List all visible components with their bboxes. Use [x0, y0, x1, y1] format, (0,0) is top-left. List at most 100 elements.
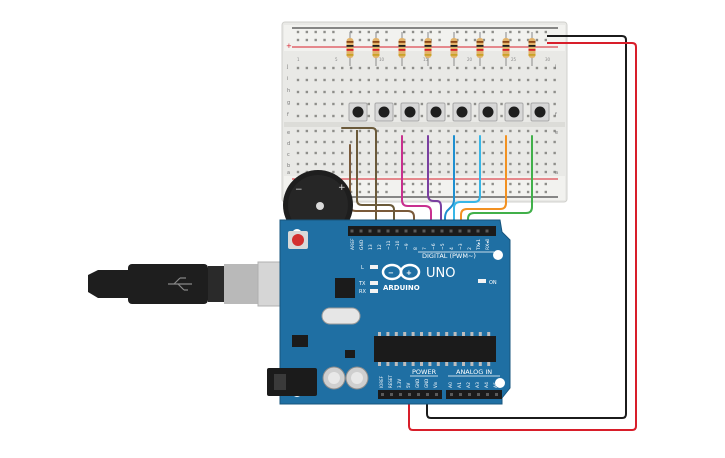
arduino-brand: ARDUINO [383, 284, 420, 292]
breadboard-hole [385, 66, 388, 70]
analog-header[interactable] [446, 390, 502, 399]
rail-hole [349, 30, 353, 34]
breadboard-hole [429, 170, 432, 174]
breadboard-hole [323, 78, 326, 82]
header-pin-hole[interactable] [408, 393, 411, 396]
usb-cable[interactable] [88, 261, 299, 307]
rail-hole [535, 182, 539, 186]
jumper-wire[interactable] [453, 135, 481, 230]
header-pin-hole[interactable] [381, 393, 384, 396]
header-pin-hole[interactable] [468, 393, 471, 396]
breadboard-hole [544, 162, 547, 166]
ic-pin [428, 332, 432, 336]
jumper-wire[interactable] [460, 135, 507, 230]
header-pin-hole[interactable] [440, 229, 444, 233]
jumper-wire[interactable] [444, 135, 455, 230]
rail-hole [429, 30, 432, 34]
breadboard-hole [314, 140, 317, 144]
breadboard-hole [314, 66, 317, 70]
digital-header[interactable] [348, 226, 496, 236]
ground-wire[interactable] [426, 35, 627, 419]
breadboard-hole [385, 170, 388, 174]
resistor[interactable] [398, 38, 406, 58]
rail-hole [429, 182, 432, 186]
resistors[interactable] [346, 32, 536, 66]
rail-hole [509, 30, 512, 34]
header-pin-hole[interactable] [386, 229, 390, 233]
breadboard-hole [500, 162, 503, 166]
breadboard-hole [535, 162, 539, 166]
power-pin-label: GND [424, 379, 429, 388]
breadboard-hole [376, 90, 379, 94]
crystal [321, 307, 361, 325]
digital-pin-holes [350, 229, 489, 233]
resistor[interactable] [424, 38, 432, 58]
header-pin-hole[interactable] [390, 393, 393, 396]
breadboard-hole [420, 78, 424, 82]
breadboard-hole [544, 140, 547, 144]
resistor[interactable] [528, 38, 536, 58]
breadboard-hole [491, 129, 494, 133]
resistor[interactable] [450, 38, 458, 58]
resistor[interactable] [346, 38, 354, 58]
header-pin-hole[interactable] [485, 229, 489, 233]
header-pin-hole[interactable] [467, 229, 471, 233]
breadboard-hole [526, 102, 530, 106]
jumper-wire[interactable] [401, 135, 432, 230]
jumper-wire[interactable] [467, 135, 533, 230]
breadboard-hole [429, 151, 432, 155]
resistor[interactable] [476, 38, 484, 58]
header-pin-hole[interactable] [350, 229, 354, 233]
breadboard-hole [358, 90, 362, 94]
header-pin-hole[interactable] [450, 393, 453, 396]
breadboard-hole [323, 151, 326, 155]
breadboard-hole [323, 114, 326, 118]
header-pin-hole[interactable] [404, 229, 408, 233]
header-pin-hole[interactable] [368, 229, 372, 233]
power-5v-wire[interactable] [408, 42, 637, 431]
header-pin-hole[interactable] [495, 393, 498, 396]
jumper-wire[interactable] [341, 127, 377, 230]
header-pin-hole[interactable] [477, 393, 480, 396]
header-pin-hole[interactable] [486, 393, 489, 396]
jumper-wire[interactable] [356, 130, 395, 229]
reset-button[interactable] [292, 234, 304, 246]
rail-hole [482, 190, 486, 194]
rail-hole [305, 38, 309, 42]
header-pin-hole[interactable] [359, 229, 363, 233]
header-pin-hole[interactable] [431, 229, 435, 233]
breadboard-body [281, 21, 568, 203]
header-pin-hole[interactable] [413, 229, 417, 233]
rail-hole [420, 182, 424, 186]
header-pin-hole[interactable] [435, 393, 438, 396]
header-pin-hole[interactable] [458, 229, 462, 233]
breadboard-hole [341, 162, 344, 166]
resistor[interactable] [372, 38, 380, 58]
header-pin-hole[interactable] [426, 393, 429, 396]
rail-hole [518, 182, 521, 186]
header-pin-hole[interactable] [399, 393, 402, 396]
breadboard-hole [394, 129, 397, 133]
header-pin-hole[interactable] [395, 229, 399, 233]
header-pin-hole[interactable] [417, 393, 420, 396]
header-pin-hole[interactable] [459, 393, 462, 396]
breadboard-hole [535, 66, 539, 70]
breadboard-hole [473, 170, 477, 174]
digital-pin-label: RX◂0 [485, 239, 491, 250]
breadboard-hole [482, 90, 486, 94]
pushbuttons[interactable] [348, 102, 550, 122]
header-pin-hole[interactable] [476, 229, 480, 233]
jumper-wire[interactable] [427, 135, 442, 230]
header-pin-hole[interactable] [449, 229, 453, 233]
breadboard[interactable]: + j i h g f e d c b a j f e a 1 5 10 15 [281, 21, 568, 203]
breadboard-hole [358, 140, 362, 144]
resistor-band [424, 54, 432, 56]
header-pin-hole[interactable] [377, 229, 381, 233]
breadboard-hole [376, 162, 379, 166]
header-pin-hole[interactable] [422, 229, 426, 233]
rail-plus-label: + [286, 42, 292, 50]
resistor[interactable] [502, 38, 510, 58]
